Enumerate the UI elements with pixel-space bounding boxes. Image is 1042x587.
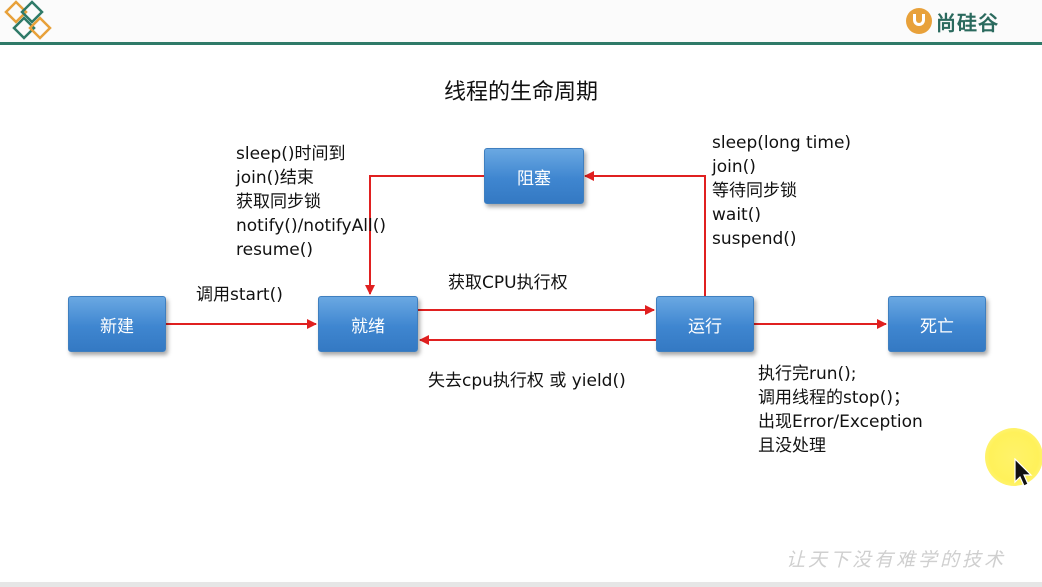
state-new: 新建 (68, 296, 166, 352)
arrow-blocked-to-ready (365, 175, 484, 295)
unblock-conditions: sleep()时间到 join()结束 获取同步锁 notify()/notif… (236, 142, 386, 262)
block-condition: join() (712, 157, 756, 177)
header-bar (0, 0, 1042, 44)
death-condition: 且没处理 (758, 436, 826, 456)
state-dead: 死亡 (888, 296, 986, 352)
death-condition: 执行完run(); (758, 364, 857, 384)
block-conditions: sleep(long time) join() 等待同步锁 wait() sus… (712, 131, 851, 251)
label-get-cpu: 获取CPU执行权 (448, 273, 568, 293)
diagram-title: 线程的生命周期 (443, 80, 598, 105)
label-start: 调用start() (196, 285, 283, 305)
cursor-highlight (985, 428, 1042, 486)
unblock-condition: resume() (236, 240, 313, 260)
unblock-condition: sleep()时间到 (236, 144, 346, 164)
block-condition: sleep(long time) (712, 133, 852, 153)
block-condition: 等待同步锁 (712, 181, 797, 201)
state-ready: 就绪 (318, 296, 418, 352)
unblock-condition: 获取同步锁 (236, 192, 321, 212)
death-condition: 出现Error/Exception (758, 412, 923, 432)
header-divider (0, 42, 1042, 45)
mouse-pointer-icon (1014, 458, 1033, 487)
brand-logo: 尚硅谷 (906, 6, 999, 36)
watermark: 让天下没有难学的技术 (786, 549, 1007, 571)
brand-name: 尚硅谷 (936, 10, 999, 35)
state-blocked: 阻塞 (484, 148, 584, 204)
block-condition: wait() (712, 205, 761, 225)
unblock-condition: join()结束 (236, 168, 314, 188)
death-conditions: 执行完run(); 调用线程的stop()； 出现Error/Exception… (758, 362, 923, 458)
unblock-condition: notify()/notifyAll() (236, 216, 386, 236)
block-condition: suspend() (712, 229, 797, 249)
label-lose-cpu: 失去cpu执行权 或 yield() (428, 371, 626, 391)
logo-diamonds-icon (4, 0, 52, 40)
arrow-running-to-blocked (584, 171, 706, 296)
state-running: 运行 (656, 296, 754, 352)
footer-strip (0, 582, 1042, 587)
death-condition: 调用线程的stop()； (758, 388, 910, 408)
brand-mark-icon (906, 8, 932, 34)
